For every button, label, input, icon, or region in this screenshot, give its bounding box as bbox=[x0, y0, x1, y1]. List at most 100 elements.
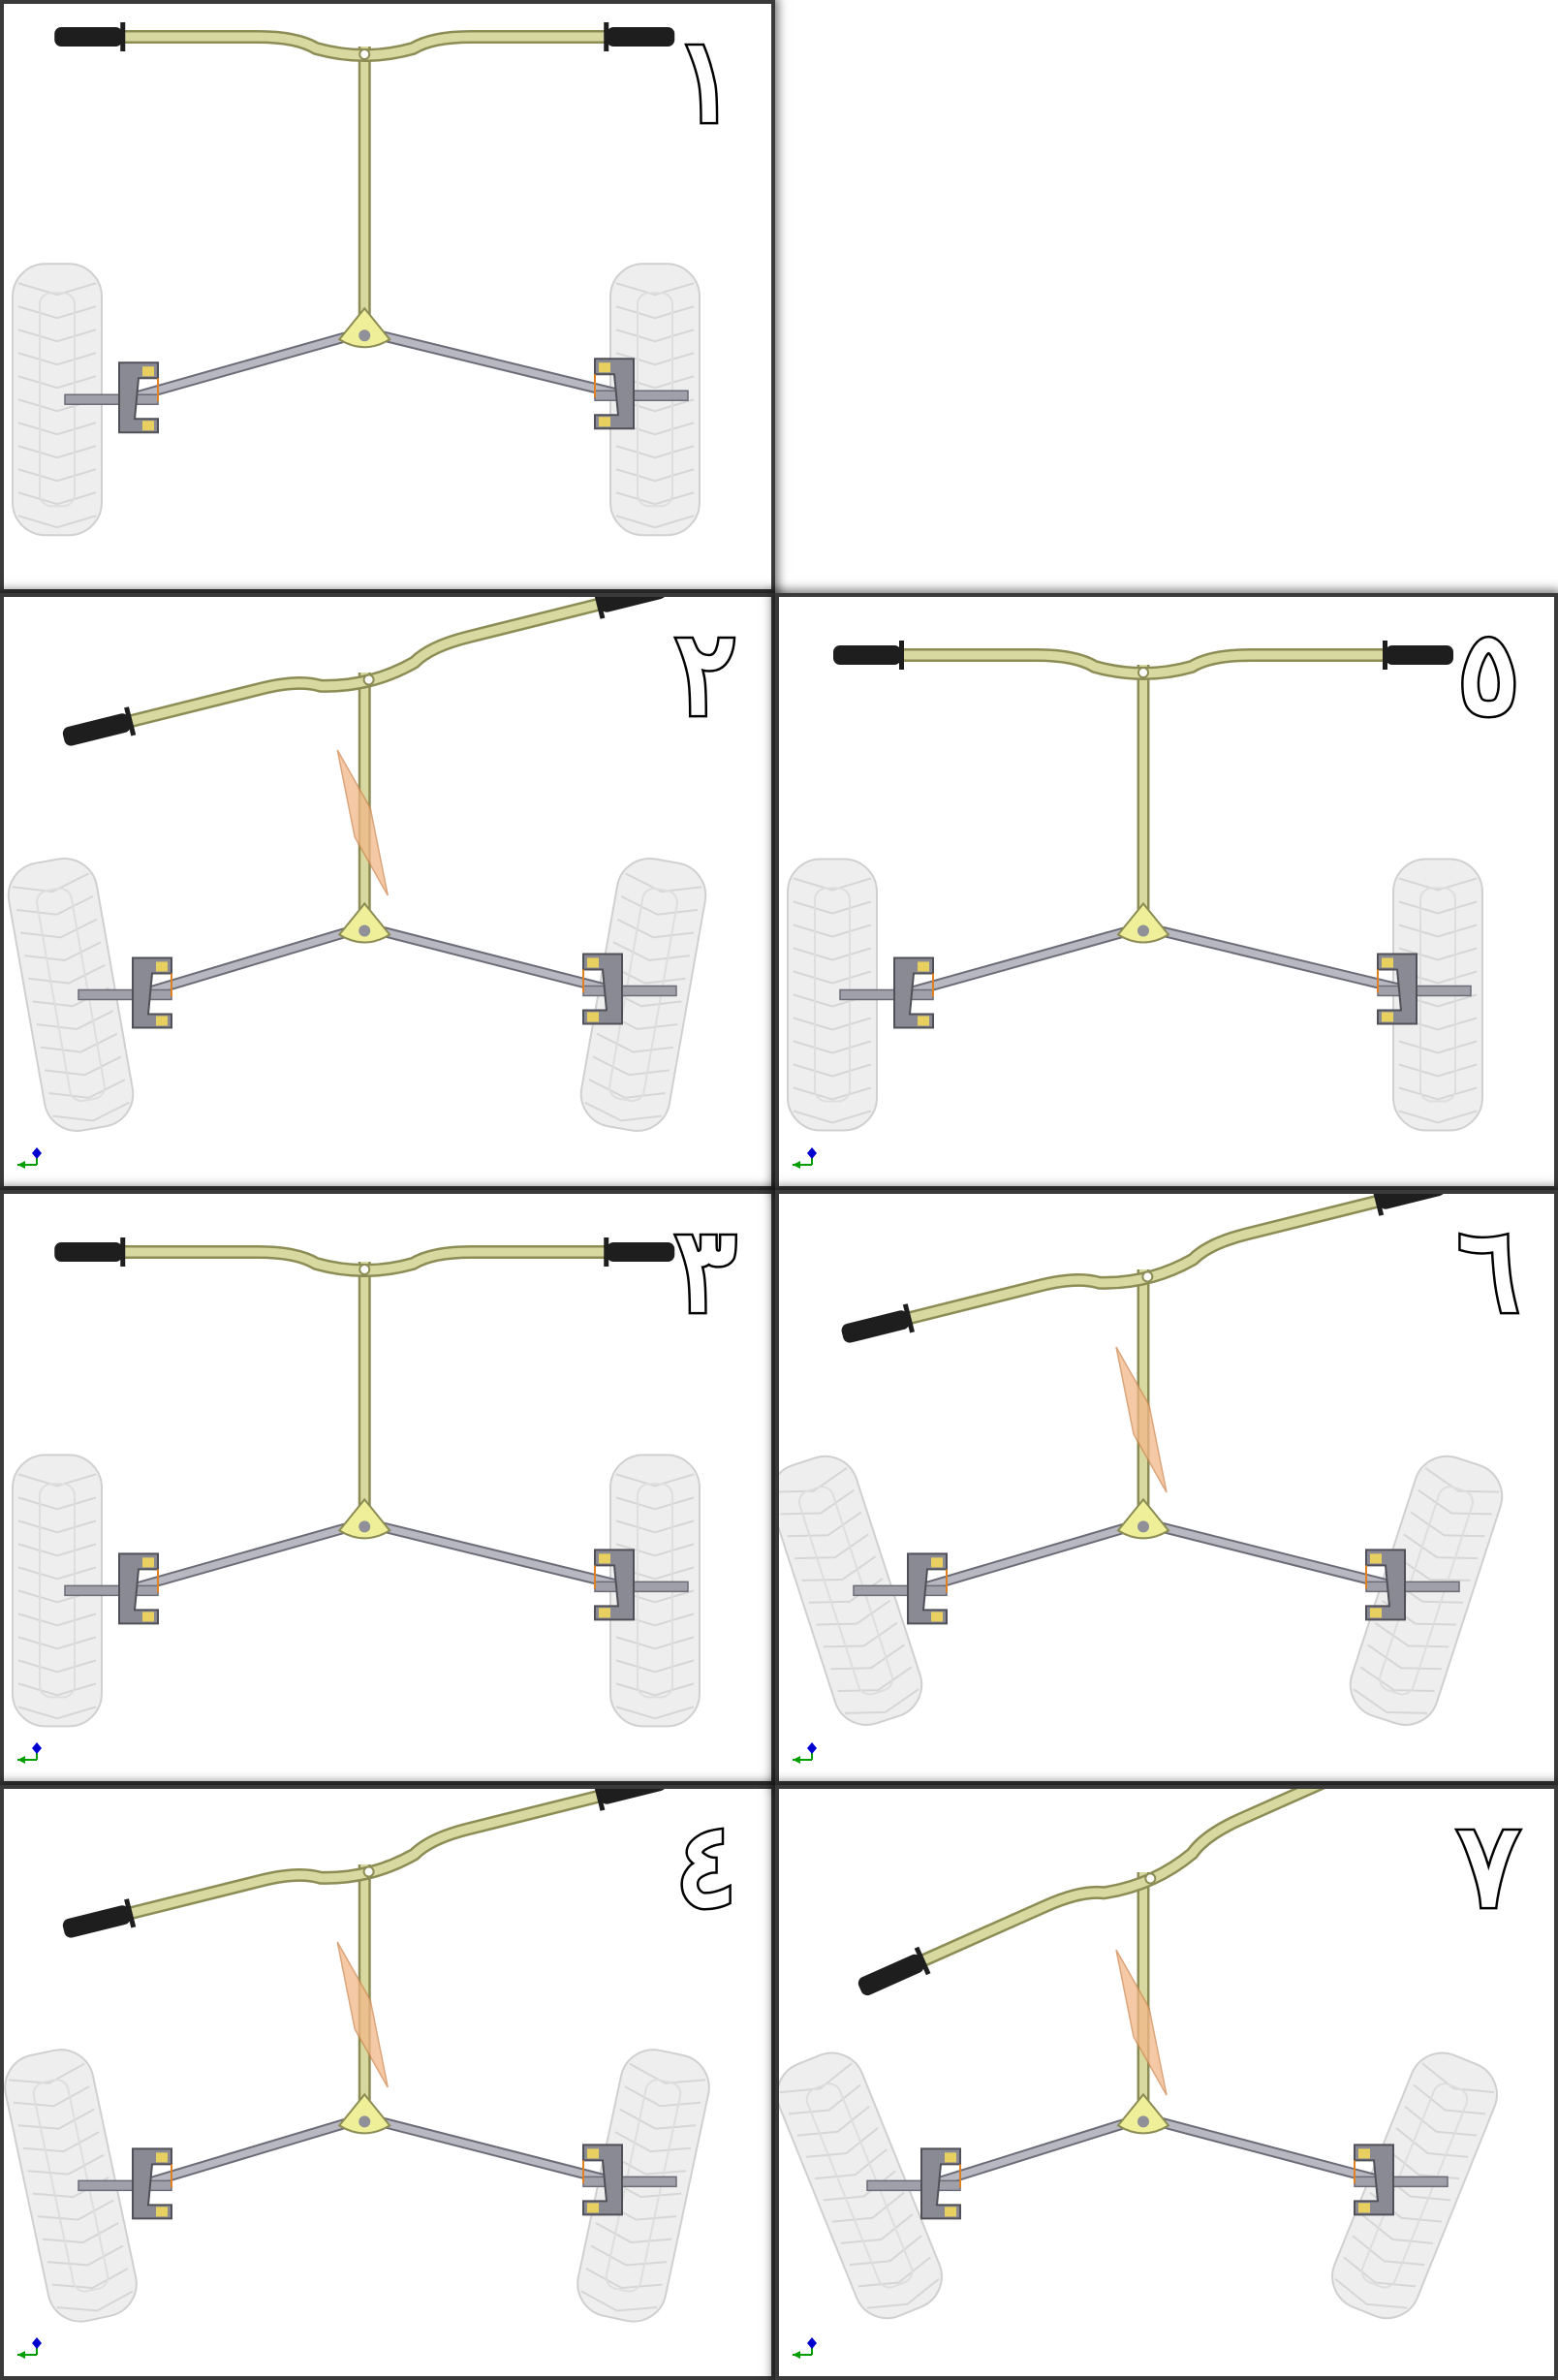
tread-mark bbox=[780, 1488, 855, 1516]
tread-mark bbox=[1367, 1644, 1442, 1671]
knuckle-body bbox=[594, 358, 635, 430]
left-grip-flange bbox=[902, 1303, 915, 1333]
knuckle-bolt bbox=[142, 1557, 154, 1568]
knuckle-body bbox=[893, 956, 934, 1029]
knuckle-body bbox=[1377, 953, 1418, 1025]
handlebar bbox=[54, 1237, 675, 1277]
panel-p2: ٢ bbox=[0, 593, 775, 1190]
spindle bbox=[594, 390, 689, 401]
steering-knuckle-left bbox=[594, 358, 689, 430]
tread-mark bbox=[28, 964, 106, 985]
tie-rod-left bbox=[135, 923, 368, 998]
tread-mark bbox=[580, 2290, 658, 2312]
knuckle-bolt bbox=[587, 2148, 599, 2159]
handlebar bbox=[62, 597, 667, 746]
reference-plane bbox=[336, 1941, 389, 2088]
tread-mark bbox=[17, 1636, 97, 1650]
axis-x-arrow bbox=[17, 1756, 25, 1764]
tread-mark bbox=[830, 1644, 905, 1671]
tread-mark bbox=[17, 422, 97, 436]
tread-mark bbox=[19, 918, 98, 939]
panel-number: ١ bbox=[672, 13, 738, 147]
tread-mark bbox=[795, 1533, 869, 1560]
reference-plane bbox=[1115, 1346, 1168, 1493]
right-grip bbox=[1386, 645, 1453, 665]
tread-mark bbox=[816, 1600, 891, 1626]
tie-rod-right bbox=[360, 2114, 618, 2185]
tread-mark bbox=[1398, 1110, 1478, 1124]
knuckle-bolt bbox=[599, 1553, 610, 1564]
wheel-left bbox=[787, 858, 878, 1132]
tread-mark bbox=[1395, 2127, 1469, 2158]
pitman-plate bbox=[337, 901, 391, 944]
pitman-plate bbox=[337, 2092, 391, 2135]
tread-mark bbox=[793, 877, 872, 892]
tread-mark bbox=[1398, 900, 1478, 915]
knuckle-body bbox=[132, 2147, 172, 2220]
tread-mark bbox=[42, 2222, 119, 2244]
knuckle-bolt bbox=[142, 1612, 154, 1622]
axis-z-marker bbox=[32, 2337, 42, 2349]
tie-rod-right bbox=[1139, 1519, 1401, 1590]
tread-mark bbox=[823, 2170, 896, 2202]
tread-mark bbox=[823, 1621, 898, 1648]
tread-mark bbox=[1352, 2235, 1425, 2267]
spindle bbox=[78, 2179, 172, 2192]
tread-mark bbox=[17, 352, 97, 366]
wheel-left bbox=[12, 263, 103, 537]
left-grip bbox=[62, 1905, 131, 1938]
tread-mark bbox=[17, 515, 97, 529]
tread-mark bbox=[17, 1473, 97, 1488]
tread-mark bbox=[1418, 1488, 1492, 1516]
tie-rod-left bbox=[923, 2114, 1147, 2189]
spindle bbox=[839, 988, 934, 1001]
tread-mark bbox=[793, 900, 872, 915]
tread-mark bbox=[1424, 1467, 1500, 1493]
tread-mark bbox=[793, 970, 872, 985]
tread-mark bbox=[17, 329, 97, 343]
tie-rod-left bbox=[121, 328, 368, 403]
tread-mark bbox=[17, 1496, 97, 1511]
tread-mark bbox=[793, 1110, 872, 1124]
tread-mark bbox=[615, 1519, 695, 1534]
tread-mark bbox=[8, 2062, 85, 2084]
tie-rod-left bbox=[121, 1519, 368, 1594]
handlebar bbox=[62, 1789, 667, 1938]
panel-p4: ٤ bbox=[0, 1785, 775, 2380]
tie-rod-right bbox=[360, 923, 618, 994]
axis-x-arrow bbox=[17, 2351, 25, 2359]
tread-mark bbox=[17, 445, 97, 459]
knuckle-body bbox=[132, 956, 172, 1029]
tread-mark bbox=[615, 1706, 695, 1720]
steering-knuckle-right bbox=[853, 1552, 948, 1625]
steering-knuckle-right bbox=[78, 2147, 172, 2220]
tread-mark bbox=[788, 2083, 861, 2115]
left-grip-flange bbox=[914, 1946, 931, 1976]
tread-mark bbox=[1404, 2105, 1478, 2137]
steering-knuckle-left bbox=[582, 953, 677, 1025]
handlebar bbox=[833, 641, 1453, 680]
tread-mark bbox=[22, 2131, 100, 2153]
tie-rod-left bbox=[896, 923, 1147, 998]
column-clamp bbox=[1144, 1872, 1157, 1885]
tread-mark bbox=[1398, 1063, 1478, 1078]
pivot-bolt bbox=[358, 1520, 371, 1533]
steering-knuckle-right bbox=[64, 1552, 159, 1625]
axis-x-arrow bbox=[793, 1161, 800, 1169]
knuckle-bolt bbox=[587, 2203, 599, 2213]
axis-z-marker bbox=[807, 1147, 817, 1159]
left-grip-flange bbox=[120, 22, 126, 51]
right-grip-flange bbox=[1372, 1194, 1385, 1216]
spindle bbox=[582, 985, 677, 997]
pitman-plate bbox=[337, 1497, 391, 1540]
tread-mark bbox=[779, 1467, 848, 1493]
tread-mark bbox=[17, 1682, 97, 1697]
right-grip bbox=[607, 27, 675, 47]
knuckle-body bbox=[582, 2144, 623, 2216]
column-clamp bbox=[358, 48, 371, 60]
tread-mark bbox=[831, 2191, 905, 2223]
axis-x-arrow bbox=[793, 2351, 800, 2359]
tread-mark bbox=[37, 2199, 114, 2221]
pivot-bolt bbox=[1137, 924, 1149, 937]
tread-mark bbox=[1334, 2277, 1408, 2309]
